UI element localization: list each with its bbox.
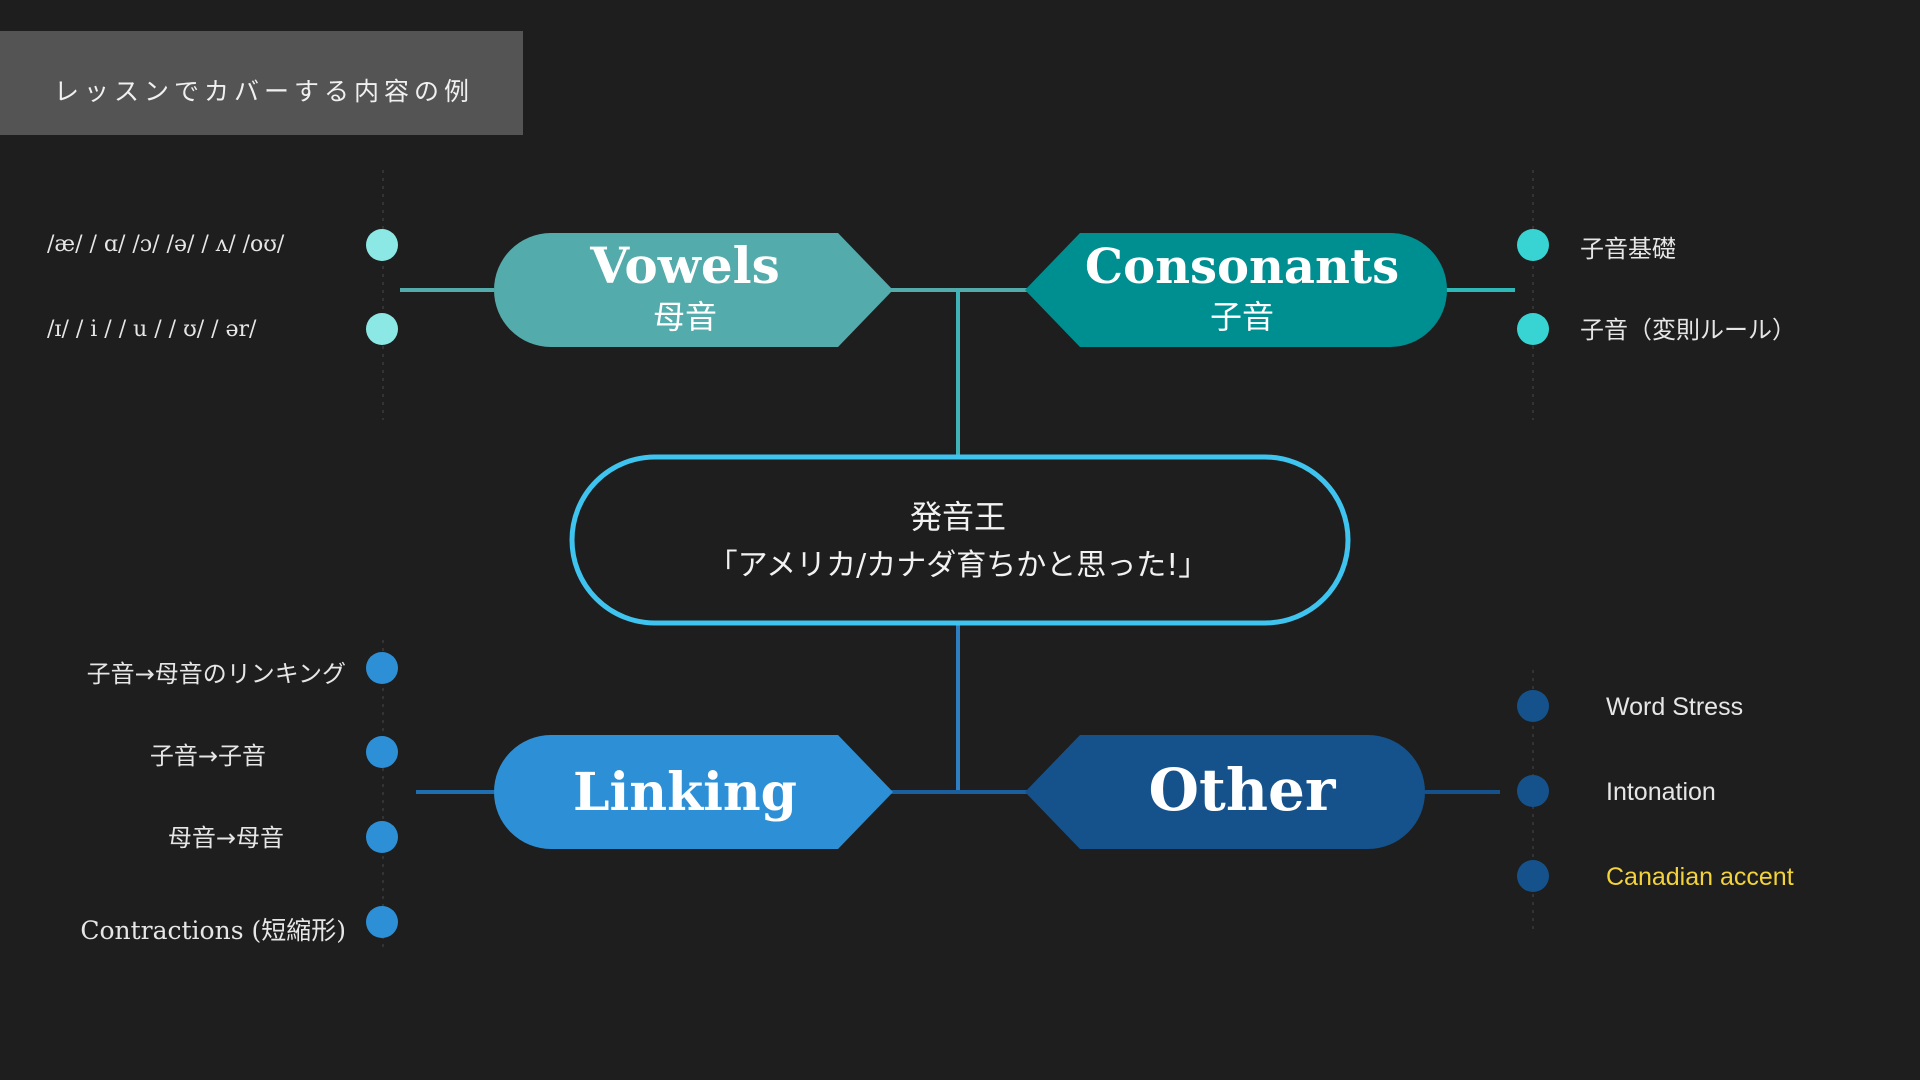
consonants-bullet <box>1517 229 1549 261</box>
other-node <box>1025 735 1425 849</box>
vowels-item: /ɪ/ / i / / u / / ʊ/ / ər/ <box>47 317 257 342</box>
center-line2: 「アメリカ/カナダ育ちかと思った!」 <box>708 548 1209 583</box>
vowels-bullet <box>366 313 398 345</box>
other-bullet <box>1517 775 1549 807</box>
linking-bullet <box>366 906 398 938</box>
linking-title: Linking <box>573 762 797 823</box>
vowels-node <box>494 233 893 347</box>
consonants-item: 子音基礎 <box>1580 235 1676 263</box>
linking-bullet <box>366 821 398 853</box>
vowels-item: /æ/ / ɑ/ /ɔ/ /ə/ / ʌ/ /oʊ/ <box>47 232 285 257</box>
consonants-item: 子音（変則ルール） <box>1580 316 1796 344</box>
page-title: レッスンでカバーする内容の例 <box>54 77 475 106</box>
center-node <box>569 454 1351 626</box>
consonants-node <box>1025 233 1447 347</box>
linking-item: 母音→母音 <box>167 824 284 852</box>
linking-item: 子音→子音 <box>149 742 266 770</box>
other-title: Other <box>1149 756 1337 824</box>
vowels-title: Vowels <box>589 236 780 295</box>
vowels-subtitle: 母音 <box>653 298 717 336</box>
linking-item: 子音→母音のリンキング <box>86 660 346 688</box>
header-box <box>0 31 523 135</box>
linking-bullet <box>366 652 398 684</box>
consonants-subtitle: 子音 <box>1210 298 1274 336</box>
other-bullet <box>1517 690 1549 722</box>
other-item: Intonation <box>1606 778 1716 806</box>
linking-bullet <box>366 736 398 768</box>
linking-node <box>494 735 893 849</box>
other-item-highlight: Canadian accent <box>1606 863 1794 891</box>
vowels-bullet <box>366 229 398 261</box>
other-bullet <box>1517 860 1549 892</box>
linking-item: Contractions (短縮形) <box>80 916 346 945</box>
consonants-bullet <box>1517 313 1549 345</box>
center-line1: 発音王 <box>910 498 1006 536</box>
other-item: Word Stress <box>1606 693 1744 721</box>
consonants-title: Consonants <box>1085 239 1399 295</box>
